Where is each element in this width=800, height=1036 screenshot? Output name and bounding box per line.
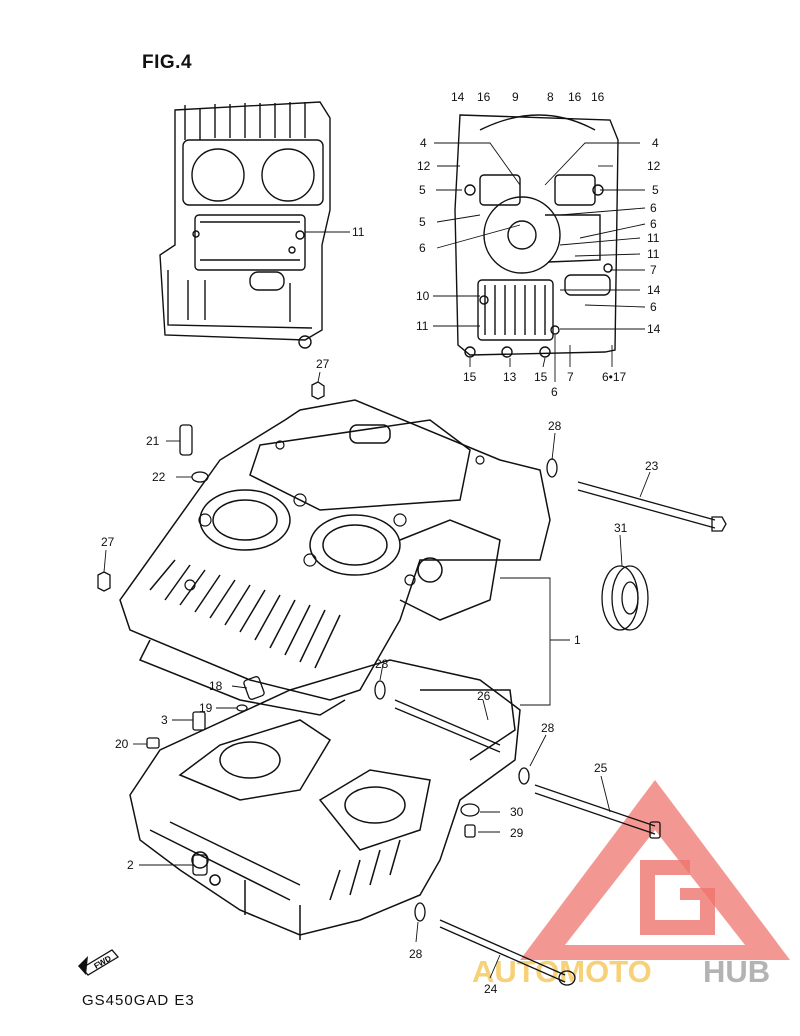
callout-label: 5: [419, 183, 426, 197]
callout-label: 11: [647, 231, 660, 245]
callout-label: 6: [650, 217, 657, 231]
lower-crankcase-inset: [454, 114, 619, 358]
inset-leader-lines: [433, 142, 646, 382]
callout-label: 7: [650, 263, 657, 277]
callout-label: 15: [463, 370, 477, 384]
callout-label: 4: [420, 136, 427, 150]
callout-label: 27: [316, 357, 330, 371]
callout-label: 19: [199, 701, 213, 715]
upper-crankcase-bolts: [184, 440, 485, 591]
callout-label: 6: [419, 241, 426, 255]
callout-label: 12: [417, 159, 431, 173]
callout-label: 11: [416, 319, 429, 333]
callout-label: 21: [146, 434, 160, 448]
callout-label: 11: [352, 225, 365, 239]
model-code: GS450GAD E3: [82, 992, 195, 1009]
callouts-upper-detail: 14 16 9 8 16 16 4 4 12 12 5 5 5 6 6 6 11…: [416, 90, 661, 399]
callout-label: 7: [567, 370, 574, 384]
callout-label: 8: [547, 90, 554, 104]
callout-label: 14: [647, 322, 661, 336]
callout-label: 27: [101, 535, 115, 549]
main-leader-lines: [103, 371, 651, 979]
callout-label: 28: [409, 947, 423, 961]
callout-label: 16: [568, 90, 582, 104]
callout-label: 22: [152, 470, 166, 484]
callout-label: 25: [594, 761, 608, 775]
callout-label: 28: [541, 721, 555, 735]
callout-label: 5: [652, 183, 659, 197]
callout-label: 14: [451, 90, 465, 104]
callout-label: 16: [477, 90, 491, 104]
callout-label: 15: [534, 370, 548, 384]
callout-label: 16: [591, 90, 605, 104]
callout-label: 6: [650, 300, 657, 314]
callout-label: 28: [375, 657, 389, 671]
callout-label: 6•17: [602, 370, 627, 384]
callout-label: 1: [574, 633, 581, 647]
upper-crankcase-inset: [159, 101, 331, 349]
callout-label: 2: [127, 858, 134, 872]
callout-label: 18: [209, 679, 223, 693]
callout-label: 31: [614, 521, 628, 535]
callout-label: 5: [419, 215, 426, 229]
callout-label: 30: [510, 805, 524, 819]
upper-crankcase: [119, 399, 551, 716]
lower-crankcase: [129, 659, 521, 940]
callout-label: 4: [652, 136, 659, 150]
callout-label: 10: [416, 289, 430, 303]
callout-label: 13: [503, 370, 517, 384]
callout-label: 24: [484, 982, 498, 996]
callout-label: 28: [548, 419, 562, 433]
callout-label: 20: [115, 737, 129, 751]
callout-label: 23: [645, 459, 659, 473]
callouts-left-detail: 11: [352, 225, 365, 239]
callout-label: 11: [647, 247, 660, 261]
callout-label: 29: [510, 826, 524, 840]
callout-label: 9: [512, 90, 519, 104]
callout-label: 26: [477, 689, 491, 703]
callouts-main: 27 21 22 28 23 31 27 1 28 18 26 19 3 20 …: [101, 357, 659, 996]
watermark-logo: AUTOMOTO HUB: [472, 780, 790, 989]
fwd-arrow-icon: FWD: [78, 949, 119, 976]
callout-label: 6: [551, 385, 558, 399]
callout-label: 14: [647, 283, 661, 297]
watermark-text-hub: HUB: [703, 954, 770, 989]
callout-label: 12: [647, 159, 661, 173]
callout-label: 6: [650, 201, 657, 215]
figure-title: FIG.4: [142, 52, 193, 73]
callout-label: 3: [161, 713, 168, 727]
